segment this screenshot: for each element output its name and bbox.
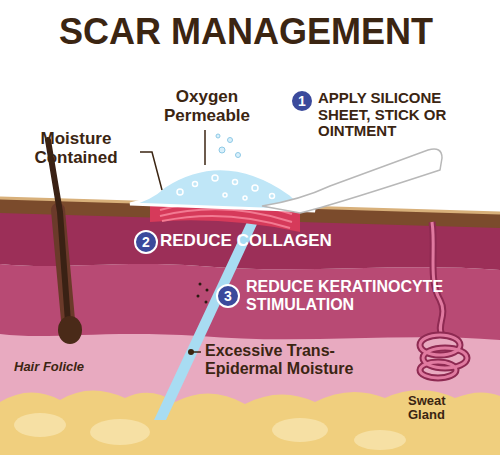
fat-cell [90,419,150,445]
callout-number-text: 2 [142,234,150,250]
callout-number: 2 [134,230,158,254]
sweat-coil [420,335,467,378]
callout-label: Oxygen Permeable [148,88,266,125]
fat-cell [354,430,406,450]
dot [197,295,200,298]
leader-dot [188,349,194,355]
callout-number: 1 [290,89,314,113]
dot [206,289,209,292]
moisture-path [154,222,258,420]
dot [205,301,208,304]
callout-number-text: 3 [224,288,232,304]
part-label: Hair Folicle [14,360,86,374]
dot [199,283,202,286]
leader-line [204,130,206,165]
fat-cell [14,413,66,437]
title: SCAR MANAGEMENT [0,12,496,52]
fat-layer [0,390,500,455]
silicone-sheet [262,149,442,213]
step-label: REDUCE KERATINOCYTE STIMULATION [246,278,492,313]
fat-cell [272,418,328,442]
callout-number-text: 1 [298,93,306,109]
callout-label: Excessive Trans-Epidermal Moisture [205,342,365,377]
callout-label: Moisture Contained [12,130,140,167]
hair-shaft [48,140,68,322]
leader-line [140,152,162,190]
instruction-label: APPLY SILICONE SHEET, STICK OR OINTMENT [318,90,496,140]
part-label: Sweat Gland [408,394,480,423]
step-label: REDUCE COLLAGEN [160,232,380,251]
callout-number: 3 [216,284,240,308]
hair-bulb [58,316,82,344]
oxygen-bubbles [216,134,241,158]
bubbles [177,175,275,200]
